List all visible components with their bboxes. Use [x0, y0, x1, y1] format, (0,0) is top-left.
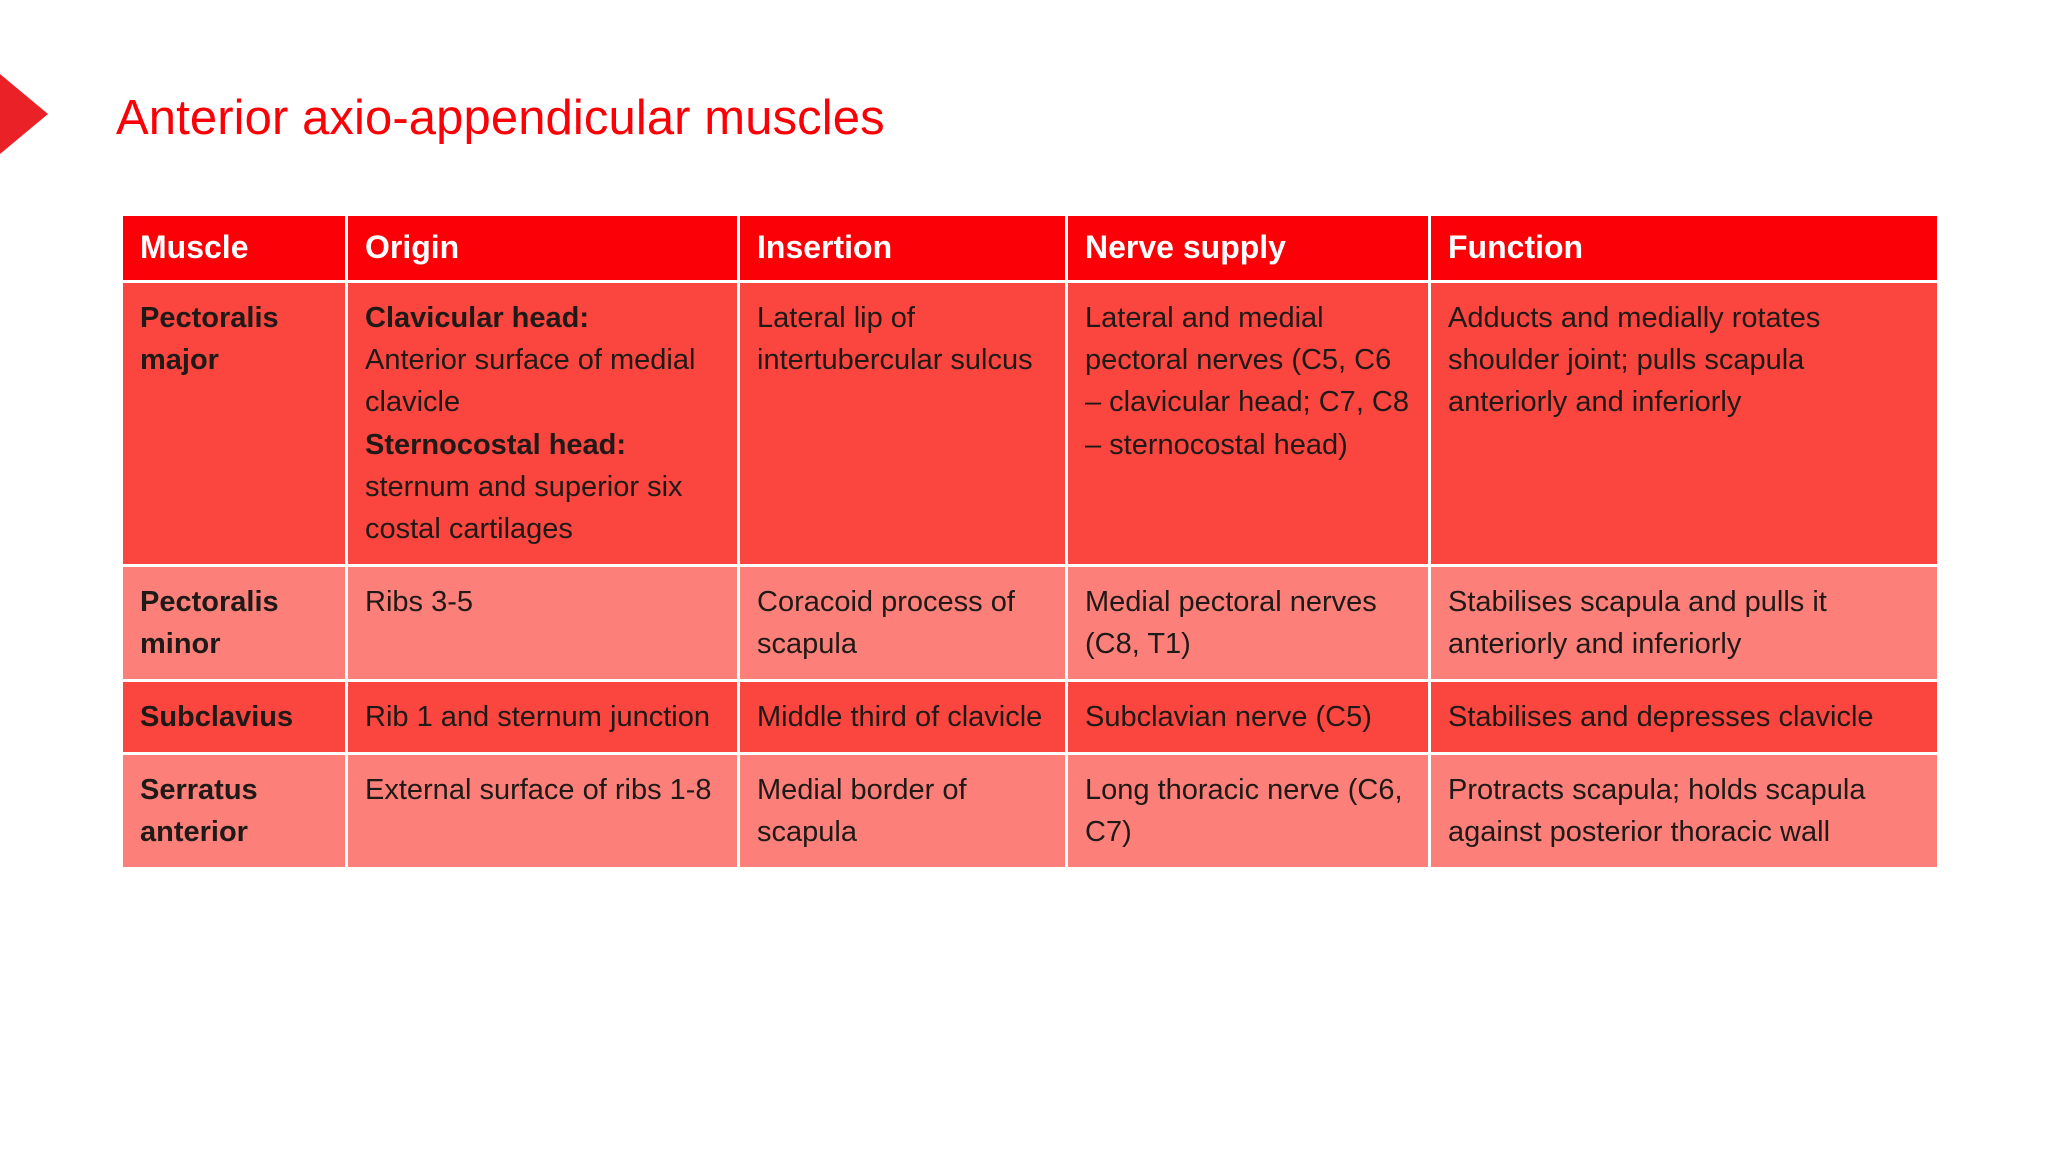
- cell-insertion: Middle third of clavicle: [740, 681, 1065, 752]
- table-row: Subclavius Rib 1 and sternum junction Mi…: [123, 681, 1937, 752]
- column-header-function: Function: [1431, 216, 1937, 281]
- cell-origin: Rib 1 and sternum junction: [348, 681, 737, 752]
- table-header-row: Muscle Origin Insertion Nerve supply Fun…: [123, 216, 1937, 281]
- cell-origin: External surface of ribs 1-8: [348, 754, 737, 867]
- cell-function: Protracts scapula; holds scapula against…: [1431, 754, 1937, 867]
- page-title: Anterior axio-appendicular muscles: [116, 91, 885, 145]
- cell-nerve-supply: Long thoracic nerve (C6, C7): [1068, 754, 1428, 867]
- cell-muscle: Subclavius: [123, 681, 345, 752]
- cell-insertion: Lateral lip of intertubercular sulcus: [740, 283, 1065, 564]
- column-header-insertion: Insertion: [740, 216, 1065, 281]
- cell-muscle: Pectoralis major: [123, 283, 345, 564]
- table-row: Pectoralis minor Ribs 3-5 Coracoid proce…: [123, 566, 1937, 679]
- table-row: Serratus anterior External surface of ri…: [123, 754, 1937, 867]
- table-row: Pectoralis major Clavicular head: Anteri…: [123, 283, 1937, 564]
- cell-nerve-supply: Subclavian nerve (C5): [1068, 681, 1428, 752]
- column-header-nerve-supply: Nerve supply: [1068, 216, 1428, 281]
- cell-muscle: Pectoralis minor: [123, 566, 345, 679]
- cell-insertion: Medial border of scapula: [740, 754, 1065, 867]
- cell-nerve-supply: Medial pectoral nerves (C8, T1): [1068, 566, 1428, 679]
- cell-function: Adducts and medially rotates shoulder jo…: [1431, 283, 1937, 564]
- cell-nerve-supply: Lateral and medial pectoral nerves (C5, …: [1068, 283, 1428, 564]
- cell-origin: Clavicular head: Anterior surface of med…: [348, 283, 737, 564]
- cell-muscle: Serratus anterior: [123, 754, 345, 867]
- cell-function: Stabilises scapula and pulls it anterior…: [1431, 566, 1937, 679]
- origin-clavicular-text: Anterior surface of medial clavicle: [365, 344, 696, 419]
- origin-sternocostal-text: sternum and superior six costal cartilag…: [365, 470, 683, 545]
- muscle-reference-table: Muscle Origin Insertion Nerve supply Fun…: [120, 213, 1940, 870]
- cell-origin: Ribs 3-5: [348, 566, 737, 679]
- title-arrow-icon: [0, 74, 48, 154]
- origin-sternocostal-label: Sternocostal head:: [365, 428, 627, 461]
- cell-insertion: Coracoid process of scapula: [740, 566, 1065, 679]
- origin-clavicular-label: Clavicular head:: [365, 302, 590, 335]
- column-header-origin: Origin: [348, 216, 737, 281]
- column-header-muscle: Muscle: [123, 216, 345, 281]
- cell-function: Stabilises and depresses clavicle: [1431, 681, 1937, 752]
